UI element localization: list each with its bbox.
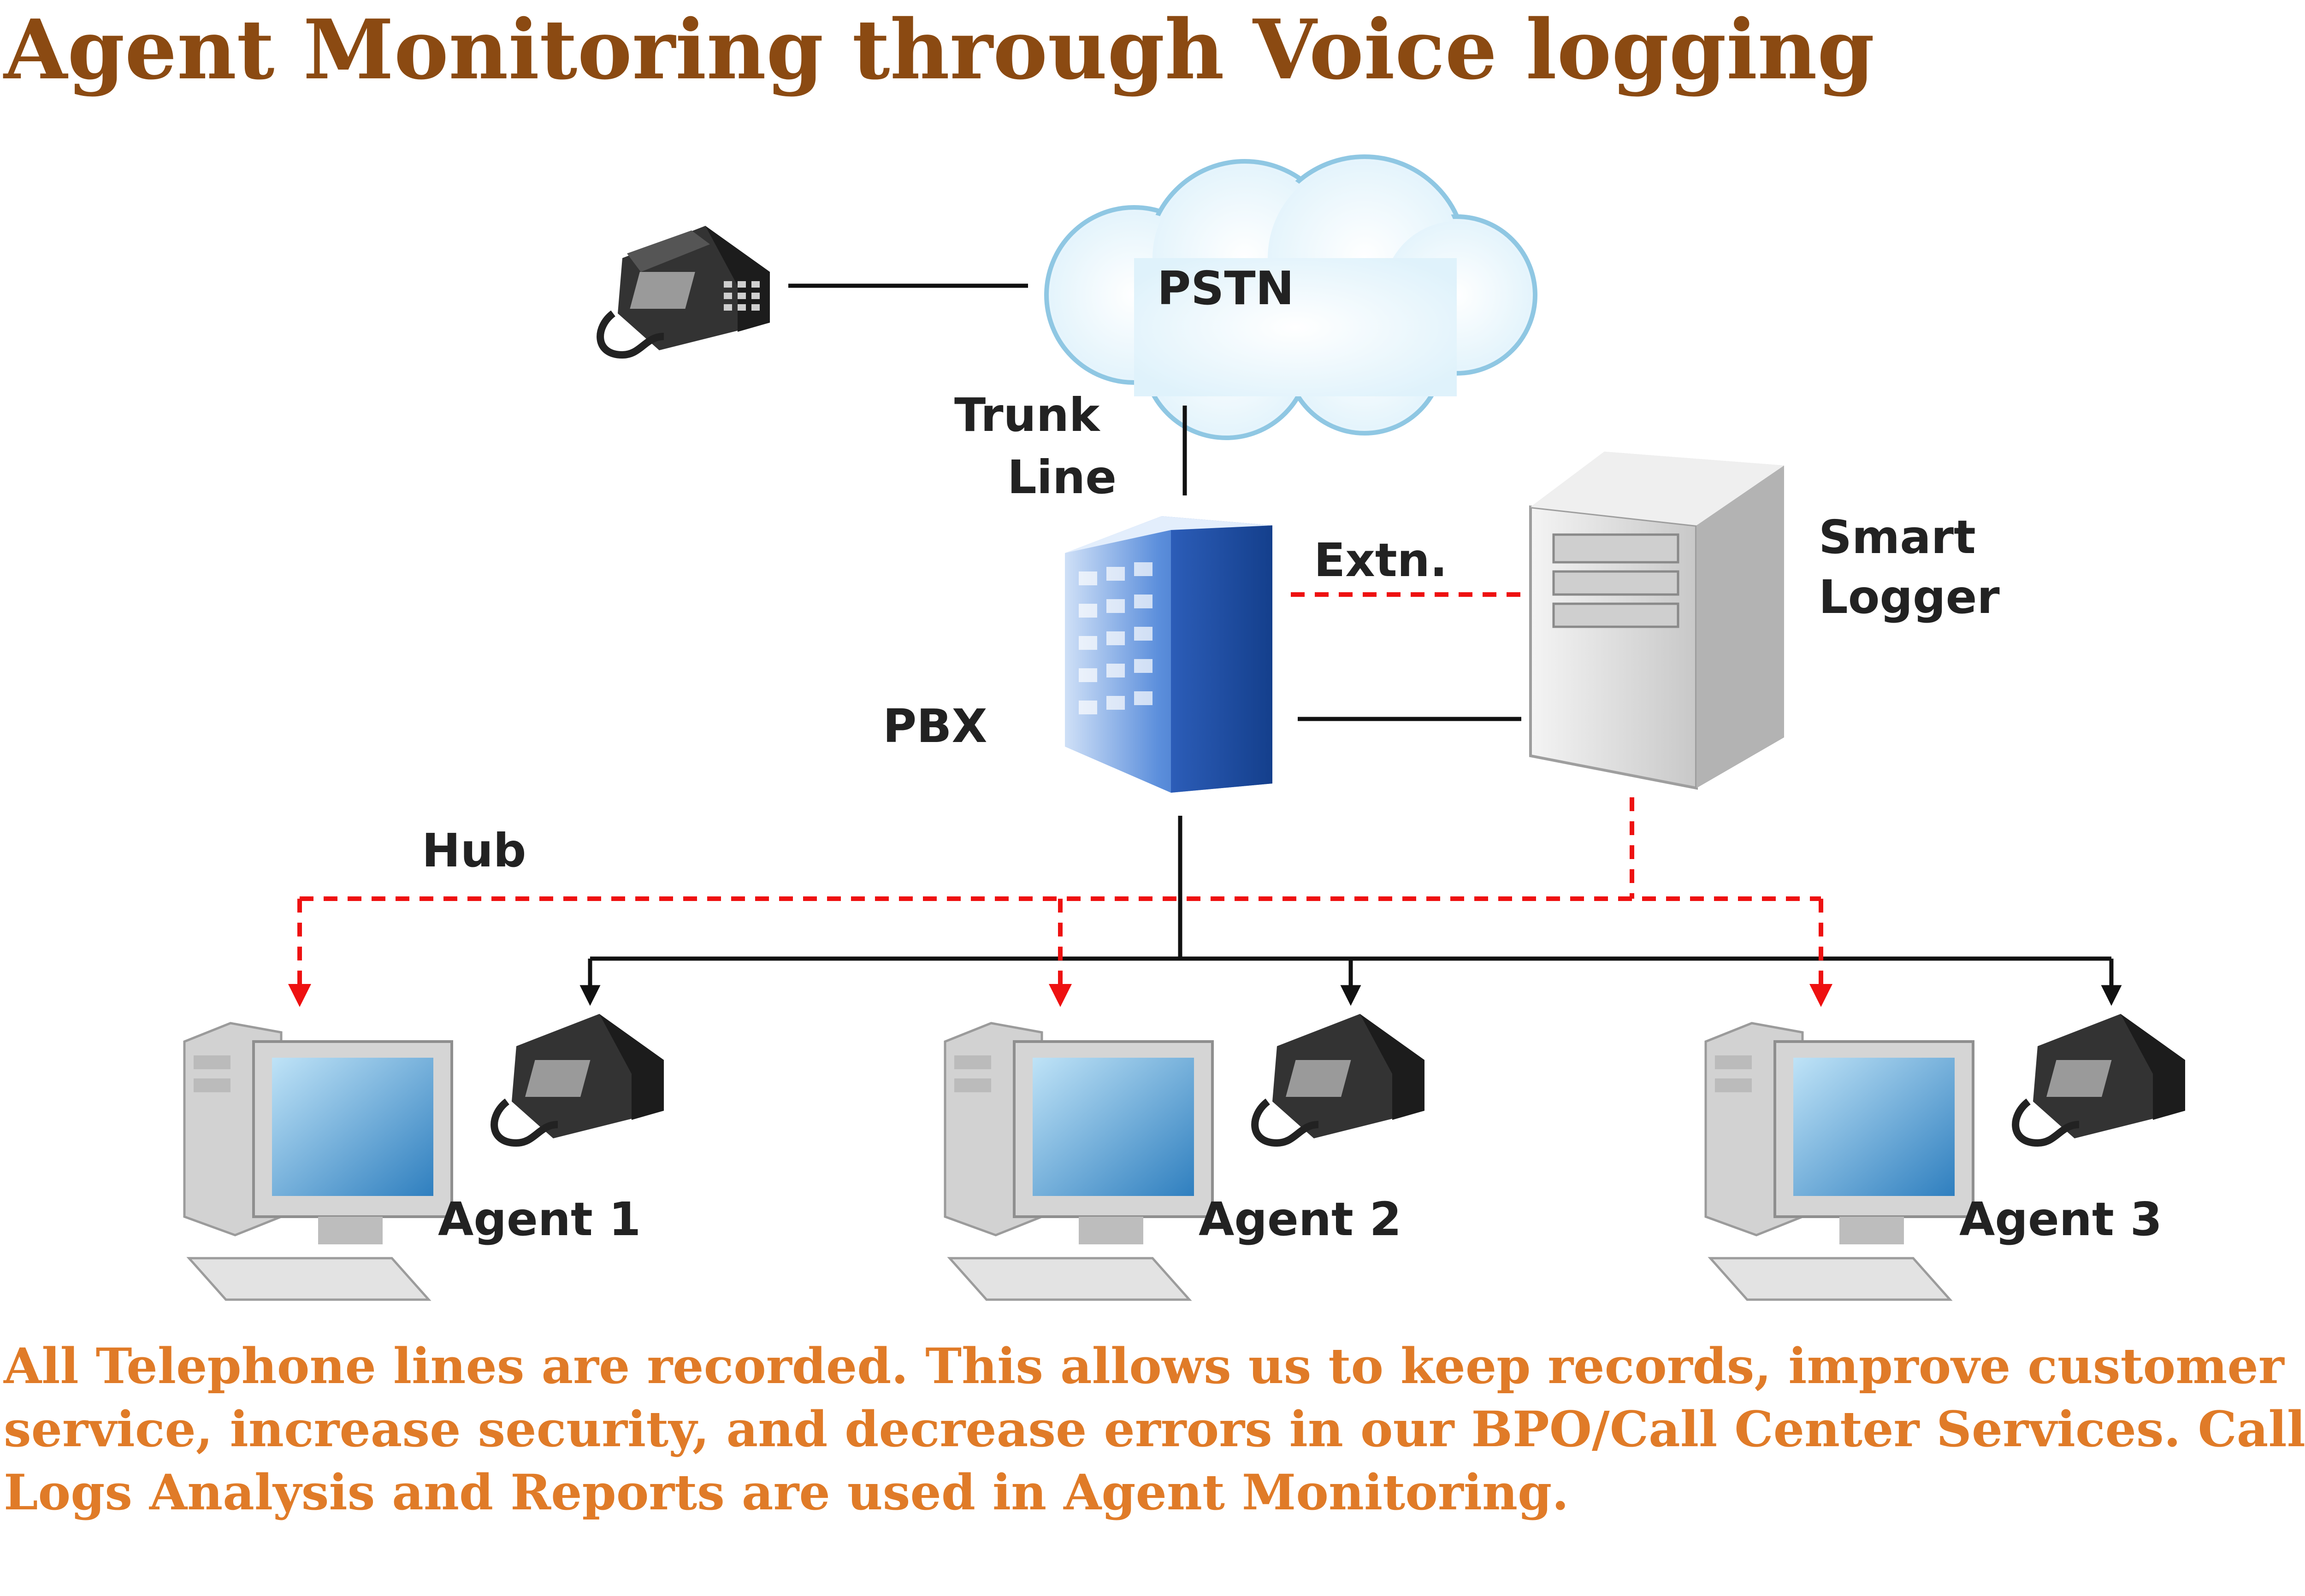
phone-icon <box>1251 1014 1424 1147</box>
pbx-icon <box>1065 516 1272 793</box>
pstn-cloud: PSTN <box>1044 154 1537 440</box>
caption-paragraph: All Telephone lines are recorded. This a… <box>4 1337 2305 1521</box>
agent-1-workstation: Agent 1 <box>183 1014 664 1301</box>
extn-label: Extn. <box>1314 533 1448 587</box>
agent-2-workstation: Agent 2 <box>944 1014 1424 1301</box>
smart-logger-label: Smart Logger <box>1819 510 2000 624</box>
smart-logger-server-icon <box>1529 452 1784 790</box>
computer-icon <box>183 1022 453 1301</box>
page-title: Agent Monitoring through Voice logging <box>4 1 1875 98</box>
agent-3-label: Agent 3 <box>1959 1192 2162 1246</box>
agent-1-label: Agent 1 <box>438 1192 641 1246</box>
phone-icon <box>491 1014 664 1147</box>
phone-icon <box>2012 1014 2185 1147</box>
agent-2-label: Agent 2 <box>1199 1192 1401 1246</box>
phone-icon <box>597 226 770 359</box>
pstn-label: PSTN <box>1157 261 1294 315</box>
pbx-label: PBX <box>883 699 987 753</box>
trunk-line-label: Trunk Line <box>954 388 1117 504</box>
hub-label: Hub <box>422 824 526 878</box>
computer-icon <box>1704 1022 1974 1301</box>
agent-3-workstation: Agent 3 <box>1704 1014 2185 1301</box>
computer-icon <box>944 1022 1214 1301</box>
